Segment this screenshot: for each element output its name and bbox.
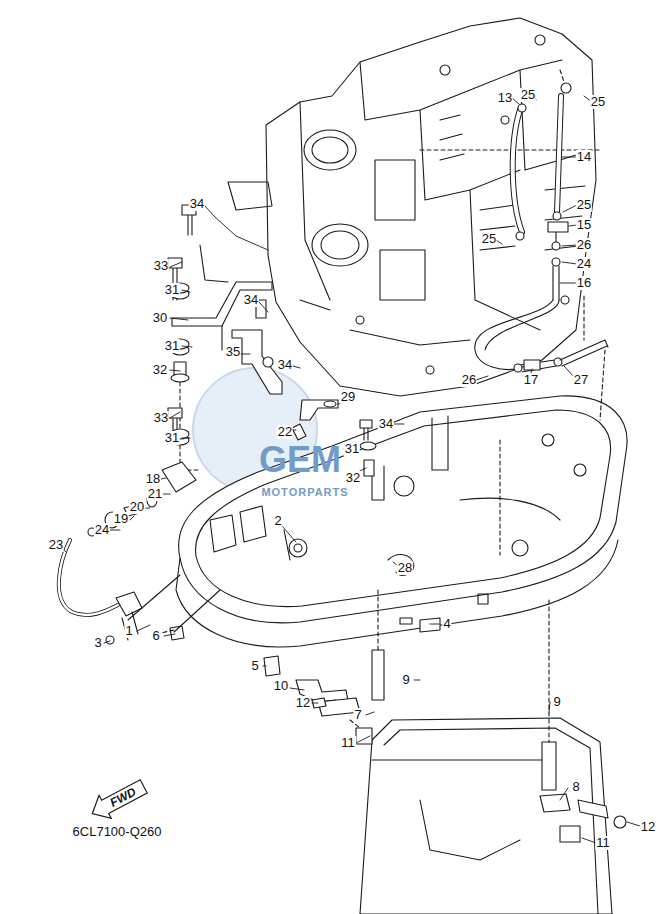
callout-number: 6 — [151, 629, 160, 643]
callout-number: 10 — [273, 679, 289, 693]
callout-number: 25 — [520, 88, 536, 102]
callout-number: 24 — [94, 523, 110, 537]
callout-number: 29 — [340, 390, 356, 404]
callout-number: 13 — [497, 91, 513, 105]
callout-number: 12 — [640, 820, 656, 834]
callout-number: 32 — [345, 471, 361, 485]
callout-number: 30 — [152, 311, 168, 325]
callout-number: 14 — [576, 150, 592, 164]
callout-number: 31 — [164, 339, 180, 353]
callout-number: 26 — [576, 238, 592, 252]
callout-number: 19 — [113, 512, 129, 526]
callout-number: 11 — [595, 836, 611, 850]
callout-number: 31 — [164, 283, 180, 297]
callout-number: 7 — [353, 708, 362, 722]
callout-number: 26 — [461, 373, 477, 387]
callout-number: 4 — [442, 617, 451, 631]
callout-number: 34 — [243, 293, 259, 307]
callout-number: 34 — [189, 197, 205, 211]
callout-number: 11 — [340, 736, 356, 750]
callout-number: 28 — [397, 561, 413, 575]
callout-number: 18 — [145, 472, 161, 486]
callout-number: 20 — [129, 500, 145, 514]
callout-number: 34 — [277, 358, 293, 372]
callout-number: 16 — [576, 276, 592, 290]
callout-number: 25 — [590, 95, 606, 109]
callout-number: 9 — [401, 673, 410, 687]
callout-number: 32 — [152, 363, 168, 377]
callout-number: 8 — [571, 780, 580, 794]
callout-number: 2 — [273, 514, 282, 528]
callout-number: 22 — [277, 425, 293, 439]
callout-number: 31 — [344, 442, 360, 456]
callout-number: 33 — [153, 411, 169, 425]
callout-number: 25 — [576, 198, 592, 212]
direction-arrow: FWD — [85, 774, 151, 827]
callout-number: 27 — [573, 373, 589, 387]
callout-number: 34 — [378, 417, 394, 431]
callout-number: 5 — [250, 659, 259, 673]
diagram-code: 6CL7100-Q260 — [72, 825, 163, 839]
callout-number: 25 — [481, 232, 497, 246]
callout-number: 35 — [225, 345, 241, 359]
watermark-logo: GEM — [259, 439, 341, 481]
callout-number: 31 — [164, 431, 180, 445]
callout-number: 33 — [153, 259, 169, 273]
callout-number: 17 — [523, 373, 539, 387]
callout-number: 23 — [48, 538, 64, 552]
watermark-text: MOTORPARTS — [261, 486, 348, 498]
callout-number: 12 — [295, 696, 311, 710]
callout-number: 24 — [576, 257, 592, 271]
callout-number: 3 — [93, 636, 102, 650]
callout-number: 21 — [147, 487, 163, 501]
callout-number: 1 — [124, 624, 133, 638]
callout-number: 9 — [552, 695, 561, 709]
callout-number: 15 — [576, 218, 592, 232]
